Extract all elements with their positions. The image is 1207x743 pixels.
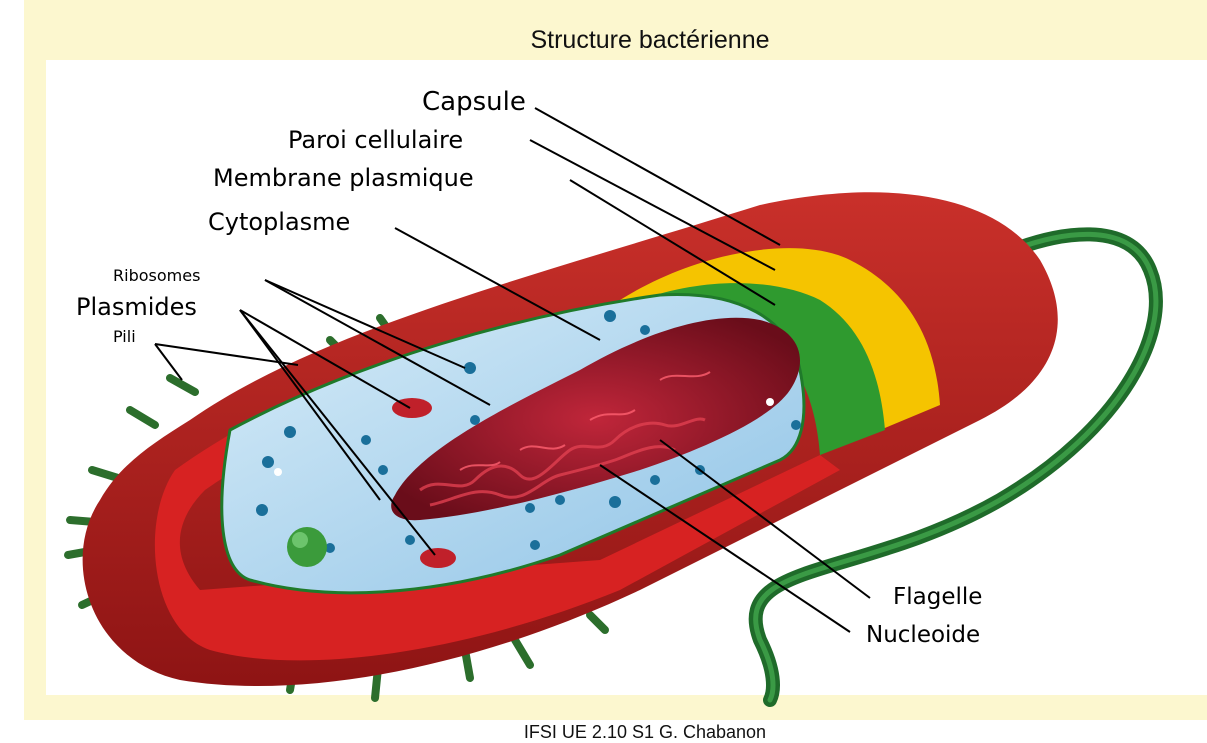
label-plasmides: Plasmides (76, 293, 197, 321)
label-flagelle: Flagelle (893, 584, 982, 610)
label-ribosomes: Ribosomes (113, 266, 200, 285)
label-paroi: Paroi cellulaire (288, 126, 463, 154)
label-cytoplasme: Cytoplasme (208, 208, 350, 236)
label-membrane: Membrane plasmique (213, 164, 474, 192)
label-nucleoide: Nucleoide (866, 622, 980, 648)
inclusion (287, 527, 327, 567)
label-pili: Pili (113, 327, 136, 346)
slide-footer: IFSI UE 2.10 S1 G. Chabanon (0, 722, 1207, 743)
label-capsule: Capsule (422, 87, 526, 117)
